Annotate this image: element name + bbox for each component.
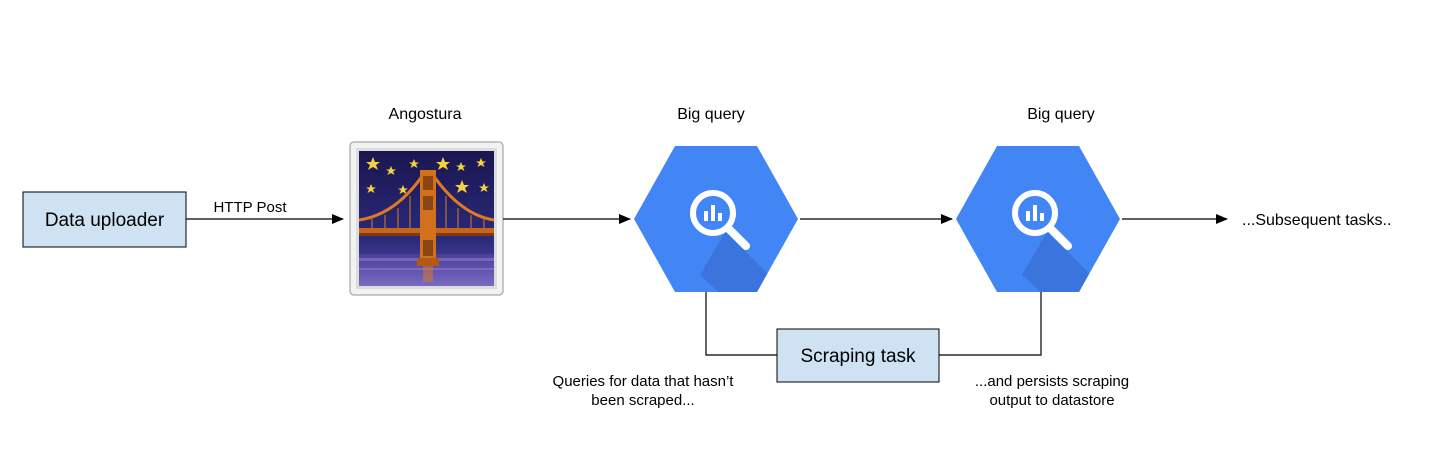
http-post-edge: HTTP Post (186, 199, 344, 224)
angostura-title: Angostura (389, 106, 462, 123)
scraping-task-label: Scraping task (800, 346, 916, 367)
bigquery-1-title: Big query (677, 106, 745, 123)
bigquery-icon (634, 146, 798, 292)
night-bridge-icon (349, 141, 504, 296)
queries-annotation-line-2: been scraped... (591, 392, 694, 409)
bigquery-2-title: Big query (1027, 106, 1095, 123)
scraping-task-node: Scraping task (776, 328, 940, 383)
queries-annotation-line-1: Queries for data that hasn’t (553, 373, 735, 390)
edge-scraping-to-bigquery-2 (939, 292, 1042, 356)
http-post-label: HTTP Post (213, 199, 287, 216)
edge-bigquery-1-to-scraping (705, 292, 777, 356)
bigquery-icon (956, 146, 1120, 292)
data-uploader-node: Data uploader (22, 191, 187, 248)
subsequent-tasks-label: ...Subsequent tasks.. (1242, 212, 1391, 229)
data-uploader-label: Data uploader (45, 210, 165, 231)
persists-annotation-line-1: ...and persists scraping (975, 373, 1129, 390)
persists-annotation-line-2: output to datastore (989, 392, 1114, 409)
